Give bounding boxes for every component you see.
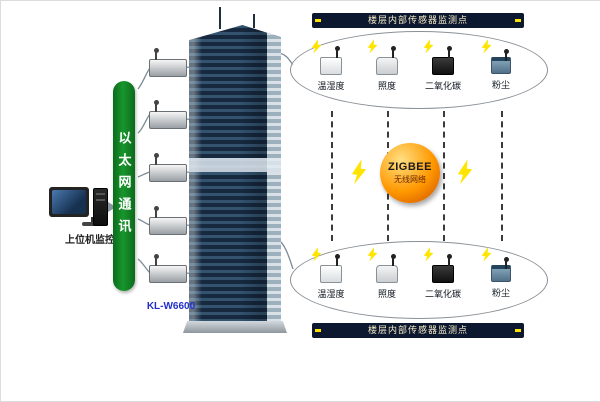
host-label: 上位机监控 bbox=[65, 235, 115, 246]
building-tower bbox=[189, 25, 281, 327]
dust-sensor-icon bbox=[491, 257, 511, 282]
building-antenna-icon bbox=[219, 7, 221, 29]
sensor-label: 粉尘 bbox=[491, 80, 510, 90]
sensor-label: 粉尘 bbox=[491, 288, 510, 298]
desktop-pc-icon bbox=[49, 187, 89, 217]
temp-humidity-sensor-icon bbox=[320, 46, 342, 75]
illuminance-sensor-icon bbox=[376, 46, 398, 75]
sensor-co2: 二氧化碳 bbox=[419, 43, 467, 92]
zigbee-subtitle: 无线网络 bbox=[394, 175, 426, 184]
wireless-link-dashed bbox=[331, 111, 333, 241]
ethernet-label: 以太网通讯 bbox=[116, 131, 132, 241]
building-base bbox=[183, 321, 287, 333]
router-icon bbox=[149, 100, 187, 129]
pc-tower-icon bbox=[93, 188, 108, 226]
co2-sensor-icon bbox=[432, 46, 454, 75]
ethernet-bus: 以太网通讯 bbox=[113, 81, 135, 291]
sensor-temp-humidity: 温湿度 bbox=[307, 43, 355, 92]
sensor-label: 温湿度 bbox=[317, 81, 345, 91]
sensor-illuminance: 照度 bbox=[363, 43, 411, 92]
building-antenna-icon bbox=[253, 14, 255, 28]
sensor-label: 照度 bbox=[377, 81, 396, 91]
zigbee-title: ZIGBEE bbox=[388, 161, 432, 173]
sensor-dust: 粉尘 bbox=[477, 43, 525, 91]
router-icon bbox=[149, 206, 187, 235]
sensor-label: 二氧化碳 bbox=[424, 81, 461, 91]
sensor-co2: 二氧化碳 bbox=[419, 251, 467, 300]
bottom-cluster-banner: 楼层内部传感器监测点 bbox=[312, 323, 524, 338]
sensor-temp-humidity: 温湿度 bbox=[307, 251, 355, 300]
sensor-label: 温湿度 bbox=[317, 289, 345, 299]
sensor-illuminance: 照度 bbox=[363, 251, 411, 300]
host-computer: 上位机监控 bbox=[49, 187, 141, 246]
wireless-link-dashed bbox=[443, 111, 445, 241]
temp-humidity-sensor-icon bbox=[320, 254, 342, 283]
zigbee-ball-icon: ZIGBEE 无线网络 bbox=[380, 143, 440, 203]
router-icon bbox=[149, 48, 187, 77]
dust-sensor-icon bbox=[491, 49, 511, 74]
gateway-model-label: KL-W6600 bbox=[146, 301, 196, 312]
co2-sensor-icon bbox=[432, 254, 454, 283]
wireless-link-dashed bbox=[501, 111, 503, 241]
sensor-label: 照度 bbox=[377, 289, 396, 299]
illuminance-sensor-icon bbox=[376, 254, 398, 283]
office-building-icon bbox=[183, 7, 287, 337]
router-icon bbox=[149, 153, 187, 182]
sensor-dust: 粉尘 bbox=[477, 251, 525, 299]
router-icon bbox=[149, 254, 187, 283]
monitor-screen bbox=[52, 190, 86, 214]
top-cluster-banner: 楼层内部传感器监测点 bbox=[312, 13, 524, 28]
sensor-label: 二氧化碳 bbox=[424, 289, 461, 299]
